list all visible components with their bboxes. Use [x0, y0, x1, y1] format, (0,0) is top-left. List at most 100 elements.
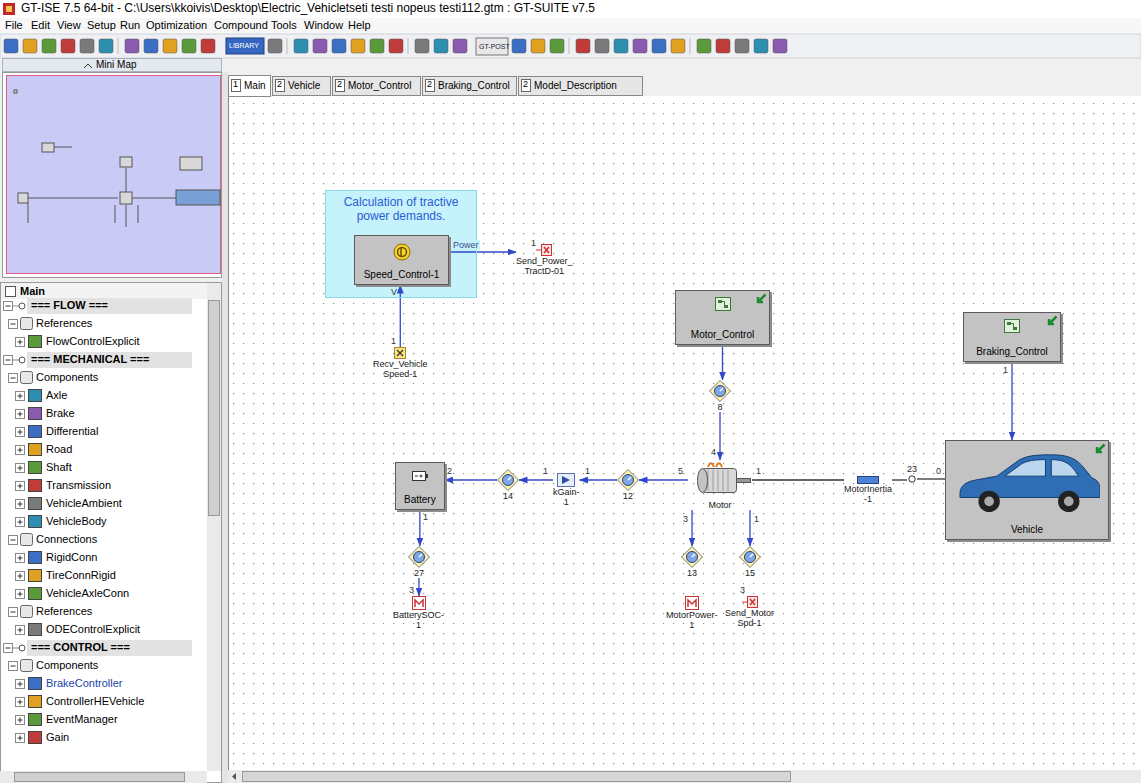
tree-item-icon: [29, 696, 42, 708]
node-label: BatterySOC-1: [393, 610, 444, 630]
tree-expander: [16, 500, 25, 509]
toolbar-separator: [118, 38, 119, 54]
panel-title: Mini Map: [96, 59, 137, 71]
port-number: 1: [585, 466, 590, 476]
tree-expander: [16, 626, 25, 635]
node-icon: [907, 474, 917, 484]
icon-graphic: [392, 242, 412, 262]
icon-graphic: [907, 474, 917, 484]
tree-folder-icon: [21, 372, 33, 384]
tree-expander: [16, 338, 25, 347]
tree-expander-sign: [6, 648, 11, 649]
tree-item: Brake: [46, 407, 75, 420]
toolbar-icon: [268, 39, 282, 53]
gain-block: kGain-1: [553, 473, 580, 507]
sensor-diamond: 14: [497, 469, 519, 501]
tree-expander-sign: [18, 412, 23, 417]
node-label: 27: [414, 568, 424, 578]
app-icon: [6, 6, 12, 12]
icon-graphic: [688, 460, 752, 500]
node-icon: [393, 596, 444, 610]
node-label: Motor_Control: [691, 329, 754, 341]
toolbar-icon: [633, 39, 647, 53]
port-number: 1: [543, 466, 548, 476]
tree-expander-sign: [18, 448, 23, 453]
toolbar-icon: [42, 39, 56, 53]
link-arrow: [1094, 443, 1106, 455]
tree-expander: [9, 320, 18, 329]
tree-expander-sign: [18, 628, 23, 633]
tree-section: === MECHANICAL ===: [31, 353, 149, 366]
tree-item: TireConnRigid: [46, 569, 116, 582]
node-icon: [497, 469, 519, 491]
tree-item-icon: [29, 732, 42, 744]
connector: [691, 510, 692, 546]
tree-folder-icon: [21, 318, 33, 330]
tree-item: VehicleAxleConn: [46, 587, 129, 600]
toolbar-icon: [61, 39, 75, 53]
toolbar-icon: [351, 39, 365, 53]
node-label: 8: [717, 402, 722, 412]
tree-scrollbar: [207, 283, 221, 771]
icon-graphic: [412, 469, 428, 481]
port-number: 0: [936, 466, 941, 476]
tree-hscrollbar: [0, 771, 207, 783]
toolbar-icon: [99, 39, 113, 53]
tree-node-icon: [19, 303, 25, 309]
node-icon: [1004, 319, 1020, 333]
tree-expander: [16, 482, 25, 491]
icon-graphic: [557, 473, 575, 487]
motor-symbol: Motor: [688, 460, 752, 510]
minimap: [3, 73, 222, 278]
toolbar-icon: [531, 39, 545, 53]
connector: [917, 478, 945, 479]
icon-graphic: [739, 546, 761, 568]
connector: [892, 479, 907, 480]
tree-expander-sign: [11, 666, 16, 667]
tree-expander: [16, 698, 25, 707]
tree-item: BrakeController: [46, 677, 122, 690]
menu-item: Tools: [271, 19, 297, 32]
node-icon: [709, 380, 731, 402]
tree-section: === CONTROL ===: [31, 641, 130, 654]
tree-folder: Components: [36, 371, 98, 384]
tab-number: 1: [233, 79, 238, 89]
tree-item: Road: [46, 443, 72, 456]
menu-item: Window: [304, 19, 343, 32]
tree-node-icon: [19, 357, 25, 363]
tree-expander: [4, 644, 13, 653]
toolbar-icon: [370, 39, 384, 53]
node-icon: [617, 469, 639, 491]
tree-item: EventManager: [46, 713, 118, 726]
sensor-diamond: 12: [617, 469, 639, 501]
connector: [719, 412, 720, 460]
node-label: Battery: [404, 494, 436, 506]
port-number: 1: [1003, 365, 1008, 375]
port-number: 5: [678, 466, 683, 476]
toolbar-icon: [697, 39, 711, 53]
port-number: 3: [683, 514, 688, 524]
icon-graphic: [412, 596, 426, 610]
node-icon: [373, 347, 428, 359]
tree-node-icon: [19, 645, 25, 651]
icon-graphic: [1004, 319, 1020, 333]
left-panel: [0, 58, 222, 783]
node-icon: [553, 473, 580, 487]
sensor-diamond: 15: [739, 546, 761, 578]
tree-item-icon: [29, 426, 42, 438]
tree-item-icon: [29, 516, 42, 528]
tree-expander-sign: [11, 612, 16, 613]
tree-item: ControllerHEVehicle: [46, 695, 144, 708]
tree-expander-sign: [18, 718, 23, 723]
tab-label: Vehicle: [288, 80, 320, 92]
controller-block: Speed_Control-1: [354, 235, 449, 285]
node-label: Recv_Vehicle Speed-1: [373, 359, 428, 379]
node-icon: [715, 297, 731, 311]
canvas: [228, 96, 1141, 770]
tree-expander: [16, 554, 25, 563]
node-label: MotorInertia -1: [844, 484, 892, 504]
scroll-thumb: [15, 773, 185, 782]
minimap-header: [3, 59, 222, 72]
port-number: 1: [531, 238, 536, 248]
